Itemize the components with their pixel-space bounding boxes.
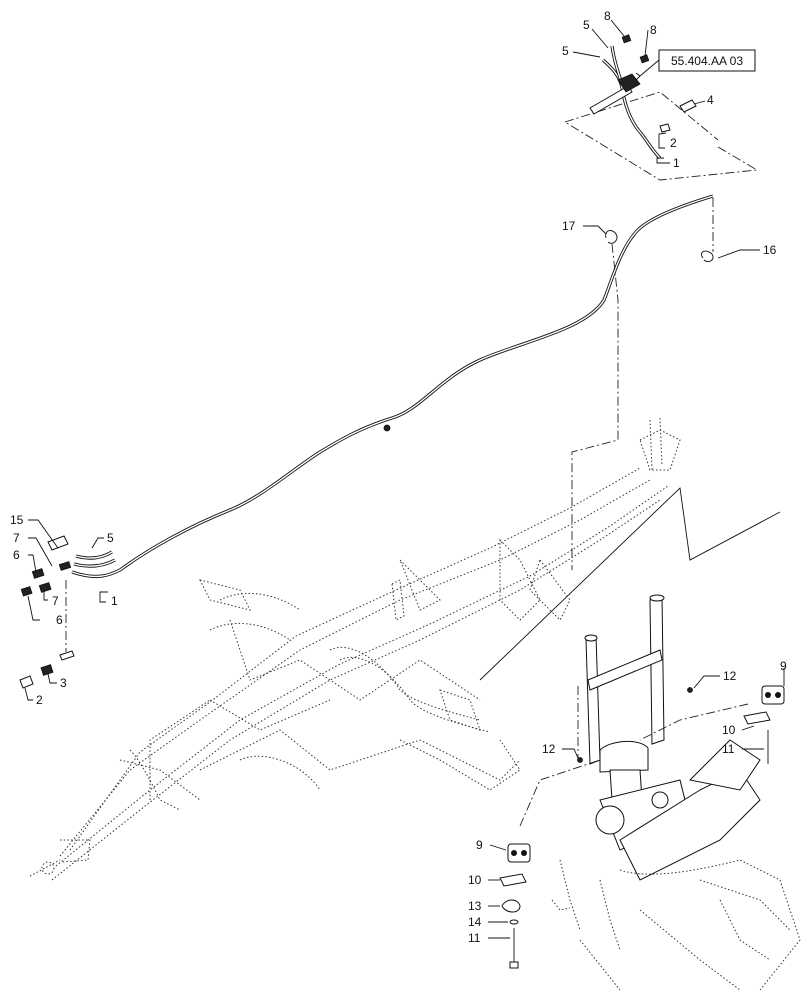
leader-9b [489, 844, 507, 851]
leader-7a [28, 537, 53, 567]
callout-2: 2 [670, 136, 677, 150]
leader-8b [644, 29, 649, 57]
reference-box-55-404: 55.404.AA 03 [635, 49, 756, 81]
callout-9: 9 [780, 659, 787, 673]
leader-5c [91, 537, 104, 549]
callout-7: 7 [13, 531, 20, 545]
clamp-group-lower [499, 843, 531, 969]
leader-5b [572, 51, 601, 58]
callout-2: 2 [36, 693, 43, 707]
callout-1: 1 [111, 594, 118, 608]
leader-6b [27, 595, 40, 621]
upper-hose-assembly [589, 34, 697, 160]
callout-17: 17 [562, 219, 576, 233]
callout-7: 7 [52, 594, 59, 608]
leader-5a [591, 28, 609, 49]
callout-3: 3 [60, 676, 67, 690]
hose-clip-17 [583, 225, 618, 244]
callout-11: 11 [468, 931, 481, 945]
reference-box-text: 55.404.AA 03 [671, 54, 743, 68]
callout-12: 12 [723, 669, 737, 683]
leader-7b [43, 590, 48, 601]
leader-2a [658, 132, 667, 149]
callout-5: 5 [583, 18, 590, 32]
callout-6: 6 [56, 613, 63, 627]
leader-6a [28, 554, 37, 573]
axle-mount-detail [551, 594, 801, 991]
callout-12: 12 [542, 742, 556, 756]
callout-11: 11 [722, 742, 735, 756]
clamp-group-upper [687, 685, 785, 764]
main-hose-line [71, 194, 714, 579]
callout-8: 8 [650, 23, 657, 37]
trailer-frame [29, 417, 681, 881]
bolt-12b [577, 757, 583, 763]
callout-5: 5 [107, 531, 114, 545]
callout-13: 13 [468, 899, 482, 913]
leader-2b [24, 687, 33, 701]
leader-8a [610, 19, 625, 37]
leader-15 [28, 519, 59, 549]
callout-15: 15 [10, 513, 24, 527]
hose-clip-16 [701, 249, 760, 263]
leader-1b [99, 591, 108, 603]
detail-wedge [479, 487, 781, 681]
callout-8: 8 [604, 9, 611, 23]
leader-12a [693, 675, 720, 689]
callout-10: 10 [722, 723, 736, 737]
upper-detail-plane [564, 91, 759, 181]
alignment-line-2 [571, 243, 619, 570]
leader-12b [562, 748, 579, 759]
leader-1a [656, 157, 670, 164]
callout-9: 9 [476, 838, 483, 852]
callout-6: 6 [13, 548, 20, 562]
leader-10a [741, 725, 755, 731]
callout-4: 4 [707, 93, 714, 107]
leader-4 [693, 100, 706, 105]
callout-14: 14 [468, 915, 482, 929]
callout-10: 10 [468, 873, 482, 887]
callout-1: 1 [673, 156, 680, 170]
alignment-line-5 [519, 703, 749, 827]
left-fittings [19, 535, 75, 689]
leader-3 [47, 673, 57, 684]
callout-16: 16 [763, 243, 777, 257]
callout-5: 5 [562, 44, 569, 58]
